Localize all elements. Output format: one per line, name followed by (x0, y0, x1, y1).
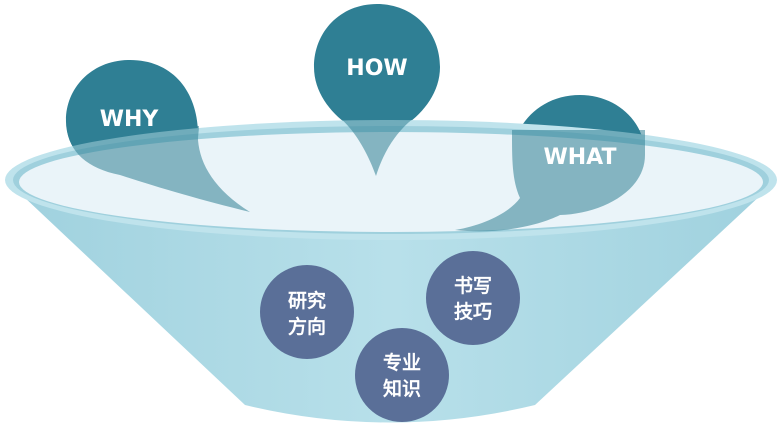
what-label: WHAT (543, 145, 616, 170)
circle-writing: 书写 技巧 (426, 251, 520, 345)
how-label: HOW (346, 56, 407, 81)
research-line2: 方向 (288, 315, 326, 338)
why-label: WHY (100, 107, 160, 132)
writing-line2: 技巧 (454, 300, 492, 323)
bubble-how (314, 4, 440, 176)
knowledge-line2: 知识 (383, 377, 421, 400)
bubble-what-overlay (455, 130, 645, 232)
knowledge-line1: 专业 (383, 351, 421, 374)
bubble-why-overlay (66, 122, 250, 212)
research-line1: 研究 (288, 289, 326, 312)
circle-knowledge: 专业 知识 (355, 328, 449, 422)
bubble-how-overlay (340, 118, 414, 176)
writing-line1: 书写 (454, 275, 492, 297)
circle-research: 研究 方向 (260, 265, 354, 359)
